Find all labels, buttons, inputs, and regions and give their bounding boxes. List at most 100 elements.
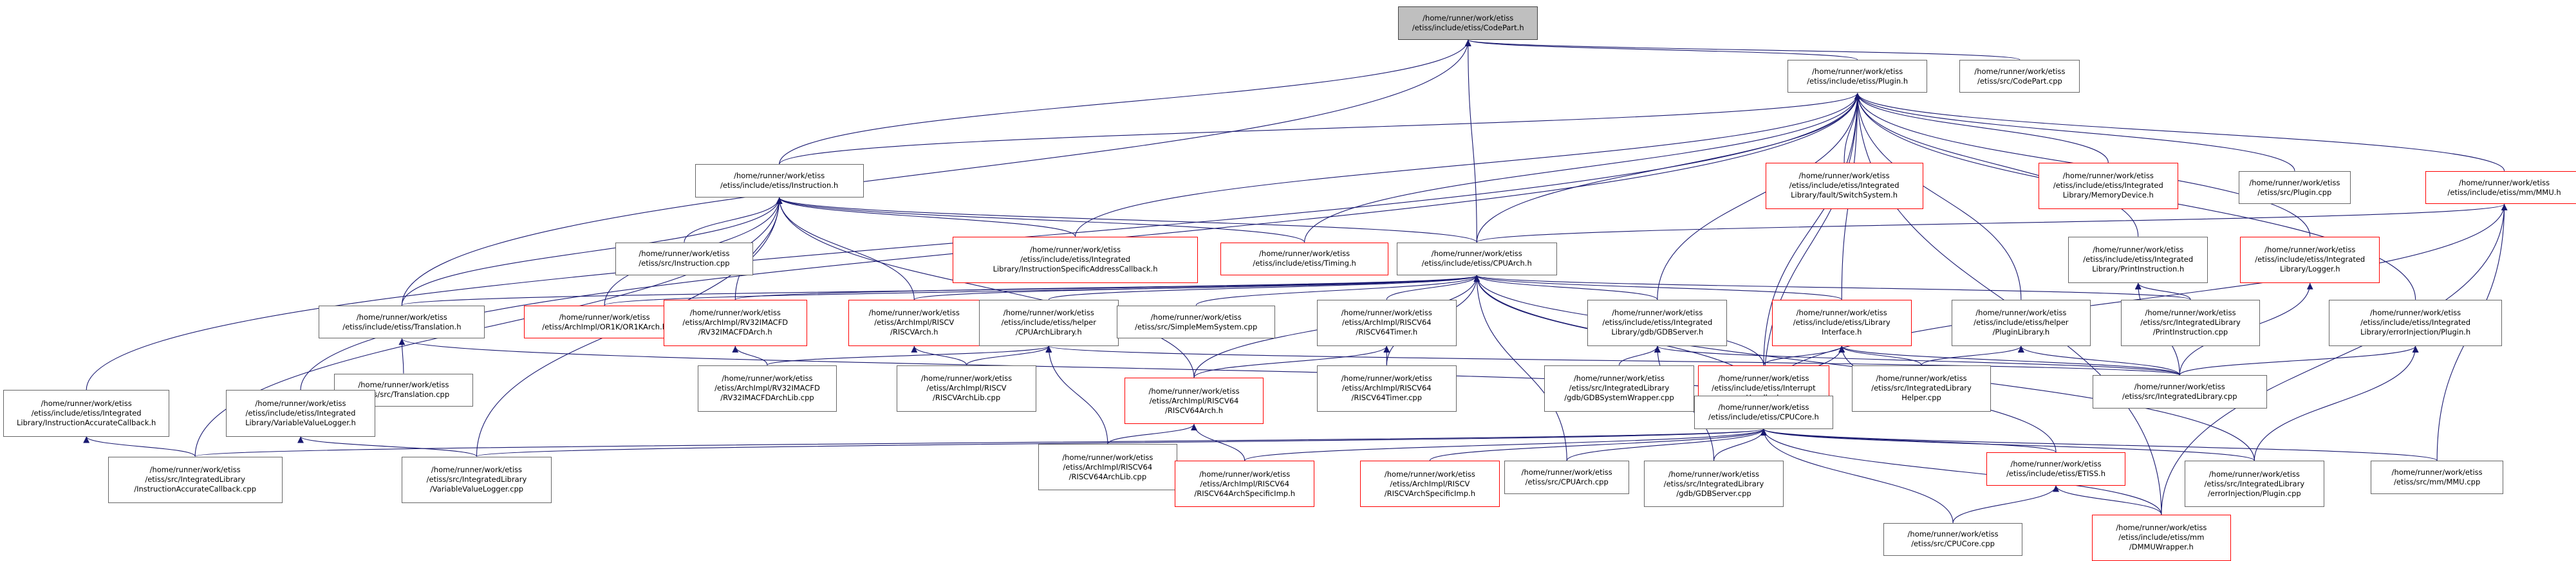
node-rv64timer-h[interactable]: /home/runner/work/etiss/etiss/ArchImpl/R…	[1316, 299, 1457, 346]
edge-cpuarch-h-to-printinstr-cpp	[1473, 275, 2191, 300]
edge-plugin-h-to-plugin-cpp	[1854, 93, 2295, 171]
node-label-line: /RISCV64ArchLib.cpp	[1069, 472, 1147, 481]
node-rv32lib-cpp[interactable]: /home/runner/work/etiss/etiss/ArchImpl/R…	[697, 365, 837, 412]
node-rv32arch-h[interactable]: /home/runner/work/etiss/etiss/ArchImpl/R…	[663, 299, 807, 346]
edge-gdbserver-h-to-gdbsyswrap-cpp	[1618, 345, 1661, 365]
node-memorydevice-h[interactable]: /home/runner/work/etiss/etiss/include/et…	[2038, 162, 2178, 210]
node-label-line: Library/errorInjection/Plugin.h	[2360, 327, 2471, 337]
node-etiss-h[interactable]: /home/runner/work/etiss/etiss/include/et…	[1986, 452, 2126, 486]
edge-libinterface-h-to-interrupthandler-h	[1763, 345, 1845, 365]
node-rv64specimp-h[interactable]: /home/runner/work/etiss/etiss/ArchImpl/R…	[1175, 460, 1315, 508]
node-label-line: Library/fault/SwitchSystem.h	[1791, 190, 1898, 200]
node-riscvlib-cpp[interactable]: /home/runner/work/etiss/etiss/ArchImpl/R…	[897, 365, 1036, 412]
edge-plugin-h-to-instruction-h	[779, 93, 1861, 165]
edge-pluginlib-h-to-intlib-cpp	[2018, 345, 2180, 376]
node-translation-h[interactable]: /home/runner/work/etiss/etiss/include/et…	[319, 305, 485, 339]
node-cpucore-cpp[interactable]: /home/runner/work/etiss/etiss/src/CPUCor…	[1883, 522, 2023, 556]
node-label-line: /home/runner/work/etiss	[41, 398, 132, 408]
node-label-line: /VariableValueLogger.cpp	[429, 484, 524, 494]
node-label-line: /home/runner/work/etiss	[722, 374, 813, 383]
node-codepart-h[interactable]: /home/runner/work/etiss/etiss/include/et…	[1398, 6, 1538, 40]
node-label-line: /home/runner/work/etiss	[1341, 374, 1432, 383]
node-instruction-h[interactable]: /home/runner/work/etiss/etiss/include/et…	[695, 164, 864, 198]
node-printinstr-h[interactable]: /home/runner/work/etiss/etiss/include/et…	[2068, 236, 2208, 283]
node-label-line: /RISCV64Timer.cpp	[1351, 393, 1423, 403]
node-label-line: /home/runner/work/etiss	[2093, 245, 2184, 255]
node-label-line: /home/runner/work/etiss	[1199, 469, 1291, 479]
edge-translation-h-to-translation-cpp	[398, 338, 406, 374]
node-riscvarch-h[interactable]: /home/runner/work/etiss/etiss/ArchImpl/R…	[848, 299, 980, 346]
node-label-line: /home/runner/work/etiss	[1796, 308, 1887, 318]
node-rv64lib-cpp[interactable]: /home/runner/work/etiss/etiss/ArchImpl/R…	[1038, 444, 1178, 491]
node-mmu-h[interactable]: /home/runner/work/etiss/etiss/include/et…	[2425, 170, 2576, 205]
node-gdbsyswrap-cpp[interactable]: /home/runner/work/etiss/etiss/src/Integr…	[1544, 365, 1694, 412]
node-riscvspecimp-h[interactable]: /home/runner/work/etiss/etiss/ArchImpl/R…	[1360, 460, 1500, 508]
node-label-line: /home/runner/work/etiss	[639, 249, 730, 259]
node-label-line: /home/runner/work/etiss	[1423, 14, 1514, 23]
node-gdbserver-h[interactable]: /home/runner/work/etiss/etiss/include/et…	[1587, 299, 1728, 346]
node-label-line: /RV32IMACFDArch.h	[698, 327, 772, 337]
node-label-line: /home/runner/work/etiss	[2145, 308, 2236, 318]
node-errinj-plugin-cpp[interactable]: /home/runner/work/etiss/etiss/src/Integr…	[2184, 460, 2324, 508]
node-label-line: /etiss/include/etiss/Integrated	[31, 408, 142, 418]
edge-cpuarch-h-to-rv64timer-h	[1386, 275, 1480, 300]
node-label-line: /RISCVArch.h	[890, 327, 938, 337]
node-label-line: /etiss/src/Translation.cpp	[357, 390, 450, 400]
node-gdbserver-cpp[interactable]: /home/runner/work/etiss/etiss/src/Integr…	[1644, 460, 1784, 508]
node-faultswitch-h[interactable]: /home/runner/work/etiss/etiss/include/et…	[1765, 162, 1923, 210]
node-label-line: /home/runner/work/etiss	[1259, 249, 1350, 259]
node-or1karch-h[interactable]: /home/runner/work/etiss/etiss/ArchImpl/O…	[523, 305, 686, 339]
node-pluginlib-h[interactable]: /home/runner/work/etiss/etiss/include/et…	[1951, 299, 2091, 346]
node-cpuarch-cpp[interactable]: /home/runner/work/etiss/etiss/src/CPUArc…	[1504, 460, 1629, 494]
node-label-line: /home/runner/work/etiss	[431, 465, 522, 475]
node-rv64arch-h[interactable]: /home/runner/work/etiss/etiss/ArchImpl/R…	[1124, 377, 1264, 425]
node-label-line: /etiss/include/etiss/helper	[1001, 318, 1096, 327]
node-label-line: /etiss/src/CPUArch.cpp	[1525, 477, 1609, 486]
node-label-line: /home/runner/work/etiss	[2208, 469, 2300, 479]
edge-etiss-h-to-dmmuwrapper-h	[2053, 485, 2162, 515]
edge-printinstr-h-to-printinstr-cpp	[2134, 282, 2191, 300]
node-label-line: /PrintInstruction.cpp	[2152, 327, 2228, 337]
node-printinstr-cpp[interactable]: /home/runner/work/etiss/etiss/src/Integr…	[2120, 299, 2261, 346]
node-vvlogger-cpp[interactable]: /home/runner/work/etiss/etiss/src/Integr…	[402, 456, 552, 503]
node-simplemem-cpp[interactable]: /home/runner/work/etiss/etiss/src/Simple…	[1117, 305, 1276, 339]
node-vvlogger-h[interactable]: /home/runner/work/etiss/etiss/include/et…	[225, 390, 376, 437]
node-label-line: /etiss/src/IntegratedLibrary	[1871, 383, 1972, 393]
node-label-line: /home/runner/work/etiss	[1029, 245, 1121, 255]
node-timing-h[interactable]: /home/runner/work/etiss/etiss/include/et…	[1220, 242, 1388, 276]
node-label-line: /home/runner/work/etiss	[1341, 308, 1432, 318]
node-plugin-cpp[interactable]: /home/runner/work/etiss/etiss/src/Plugin…	[2238, 170, 2351, 205]
node-plugin-h[interactable]: /home/runner/work/etiss/etiss/include/et…	[1787, 59, 1928, 93]
node-intlib-cpp[interactable]: /home/runner/work/etiss/etiss/src/Integr…	[2092, 375, 2267, 409]
node-label-line: /etiss/ArchImpl/RISCV64	[1063, 462, 1153, 472]
node-label-line: /home/runner/work/etiss	[1384, 469, 1475, 479]
node-label-line: /etiss/include/etiss/Integrated	[1602, 318, 1713, 327]
node-cpuarchlib-h[interactable]: /home/runner/work/etiss/etiss/include/et…	[978, 299, 1119, 346]
edge-cpucore-h-to-riscvspecimp-h	[1429, 428, 1767, 461]
edge-codepart-h-to-plugin-h	[1465, 39, 1858, 60]
node-cpuarch-h[interactable]: /home/runner/work/etiss/etiss/include/et…	[1396, 242, 1557, 276]
node-instruction-cpp[interactable]: /home/runner/work/etiss/etiss/src/Instru…	[615, 242, 753, 276]
node-isab-h[interactable]: /home/runner/work/etiss/etiss/include/et…	[952, 236, 1199, 283]
node-cpucore-h[interactable]: /home/runner/work/etiss/etiss/include/et…	[1694, 396, 1834, 429]
node-label-line: /home/runner/work/etiss	[1062, 452, 1153, 462]
node-logger-h[interactable]: /home/runner/work/etiss/etiss/include/et…	[2240, 236, 2380, 283]
node-label-line: /home/runner/work/etiss	[2134, 382, 2225, 391]
node-label-line: /home/runner/work/etiss	[1612, 308, 1703, 318]
edge-plugin-h-to-isab-h	[1075, 93, 1861, 237]
node-dmmuwrapper-h[interactable]: /home/runner/work/etiss/etiss/include/et…	[2091, 514, 2232, 561]
node-mmu-cpp[interactable]: /home/runner/work/etiss/etiss/src/mm/MMU…	[2370, 460, 2504, 494]
edge-cpuarch-h-to-cpuarch-cpp	[1473, 275, 1567, 461]
node-iacb-cpp[interactable]: /home/runner/work/etiss/etiss/src/Integr…	[107, 456, 283, 503]
node-errinj-plugin-h[interactable]: /home/runner/work/etiss/etiss/include/et…	[2329, 299, 2502, 346]
node-intlibhelper-cpp[interactable]: /home/runner/work/etiss/etiss/src/Integr…	[1851, 365, 1992, 412]
edge-plugin-h-to-timing-h	[1304, 93, 1861, 243]
edge-cpucore-h-to-cpuarch-cpp	[1566, 428, 1767, 461]
node-label-line: /etiss/include/etiss/Integrated	[245, 408, 356, 418]
node-libinterface-h[interactable]: /home/runner/work/etiss/etiss/include/et…	[1771, 299, 1912, 346]
edge-cpuarchlib-h-to-rv64lib-cpp	[1045, 345, 1108, 445]
node-codepart-cpp[interactable]: /home/runner/work/etiss/etiss/src/CodePa…	[1959, 59, 2080, 93]
node-iacb-h[interactable]: /home/runner/work/etiss/etiss/include/et…	[3, 390, 170, 437]
node-rv64timer-cpp[interactable]: /home/runner/work/etiss/etiss/ArchImpl/R…	[1316, 365, 1457, 412]
edge-riscvarch-h-to-riscvlib-cpp	[911, 345, 967, 365]
